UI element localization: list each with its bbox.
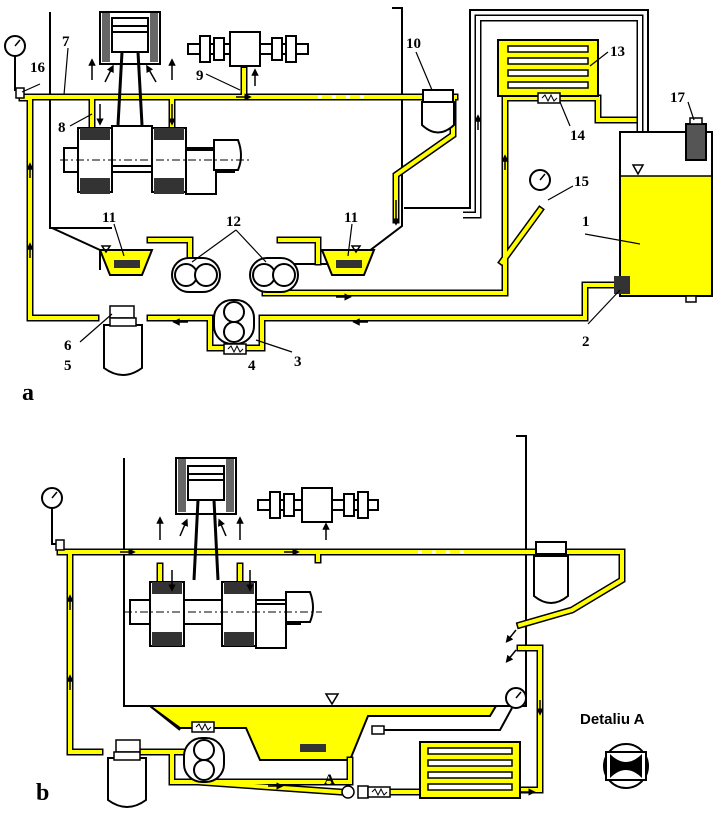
main-filter-b-icon (107, 739, 147, 808)
label-5: 5 (64, 358, 72, 374)
label-2: 2 (582, 334, 590, 350)
nozzle-detail-icon (603, 743, 649, 789)
detail-a-title: Detaliu A (580, 711, 645, 728)
label-11-left: 11 (102, 210, 116, 226)
piston-b-icon (175, 457, 237, 581)
diagram-b-letter: b (36, 780, 49, 806)
label-13: 13 (610, 44, 625, 60)
relief-valve-icon (223, 343, 247, 355)
label-11-right: 11 (344, 210, 358, 226)
gear-pump-b-icon (183, 737, 225, 783)
camshaft-icon (187, 31, 309, 67)
label-16: 16 (30, 60, 46, 76)
label-9: 9 (196, 68, 204, 84)
diagram-b: Detaliu A A b (36, 435, 649, 808)
label-14: 14 (570, 128, 586, 144)
label-4: 4 (248, 358, 256, 374)
bypass-valve-icon (537, 92, 561, 104)
oil-cooler-icon (497, 39, 599, 97)
label-17: 17 (670, 90, 686, 106)
nozzle-a-icon (341, 785, 391, 799)
pressure-gauge-icon (4, 35, 26, 99)
oil-cooler-b-icon (419, 741, 521, 799)
label-7: 7 (62, 34, 70, 50)
label-12: 12 (226, 214, 241, 230)
label-8: 8 (58, 120, 66, 136)
label-6: 6 (64, 338, 72, 354)
camshaft-b-icon (257, 487, 379, 523)
oil-sump-screen-icon (98, 245, 376, 276)
label-10: 10 (406, 36, 421, 52)
label-15: 15 (574, 174, 589, 190)
crankshaft-b-icon (124, 581, 322, 649)
label-A: A (324, 772, 335, 788)
pressure-gauge-b-icon (41, 487, 65, 551)
label-1: 1 (582, 214, 590, 230)
label-3: 3 (294, 354, 302, 370)
full-flow-filter-icon (103, 305, 143, 376)
piston-icon (99, 11, 161, 126)
breather-icon (685, 117, 707, 161)
oil-filter-b-icon (533, 541, 569, 604)
pressure-gauge-15-icon (529, 169, 551, 191)
relief-valve-b-icon (191, 721, 215, 733)
pressure-gauge-b2-icon (371, 687, 527, 735)
diagram-a-letter: a (22, 380, 34, 406)
crankshaft-icon (60, 125, 250, 195)
main-pump-icon (213, 299, 255, 345)
gear-pump-icon (171, 257, 299, 293)
oil-filter-icon (421, 89, 455, 134)
diagram-a: 1 2 3 4 5 6 7 8 9 10 11 11 12 13 14 15 1… (4, 7, 713, 406)
